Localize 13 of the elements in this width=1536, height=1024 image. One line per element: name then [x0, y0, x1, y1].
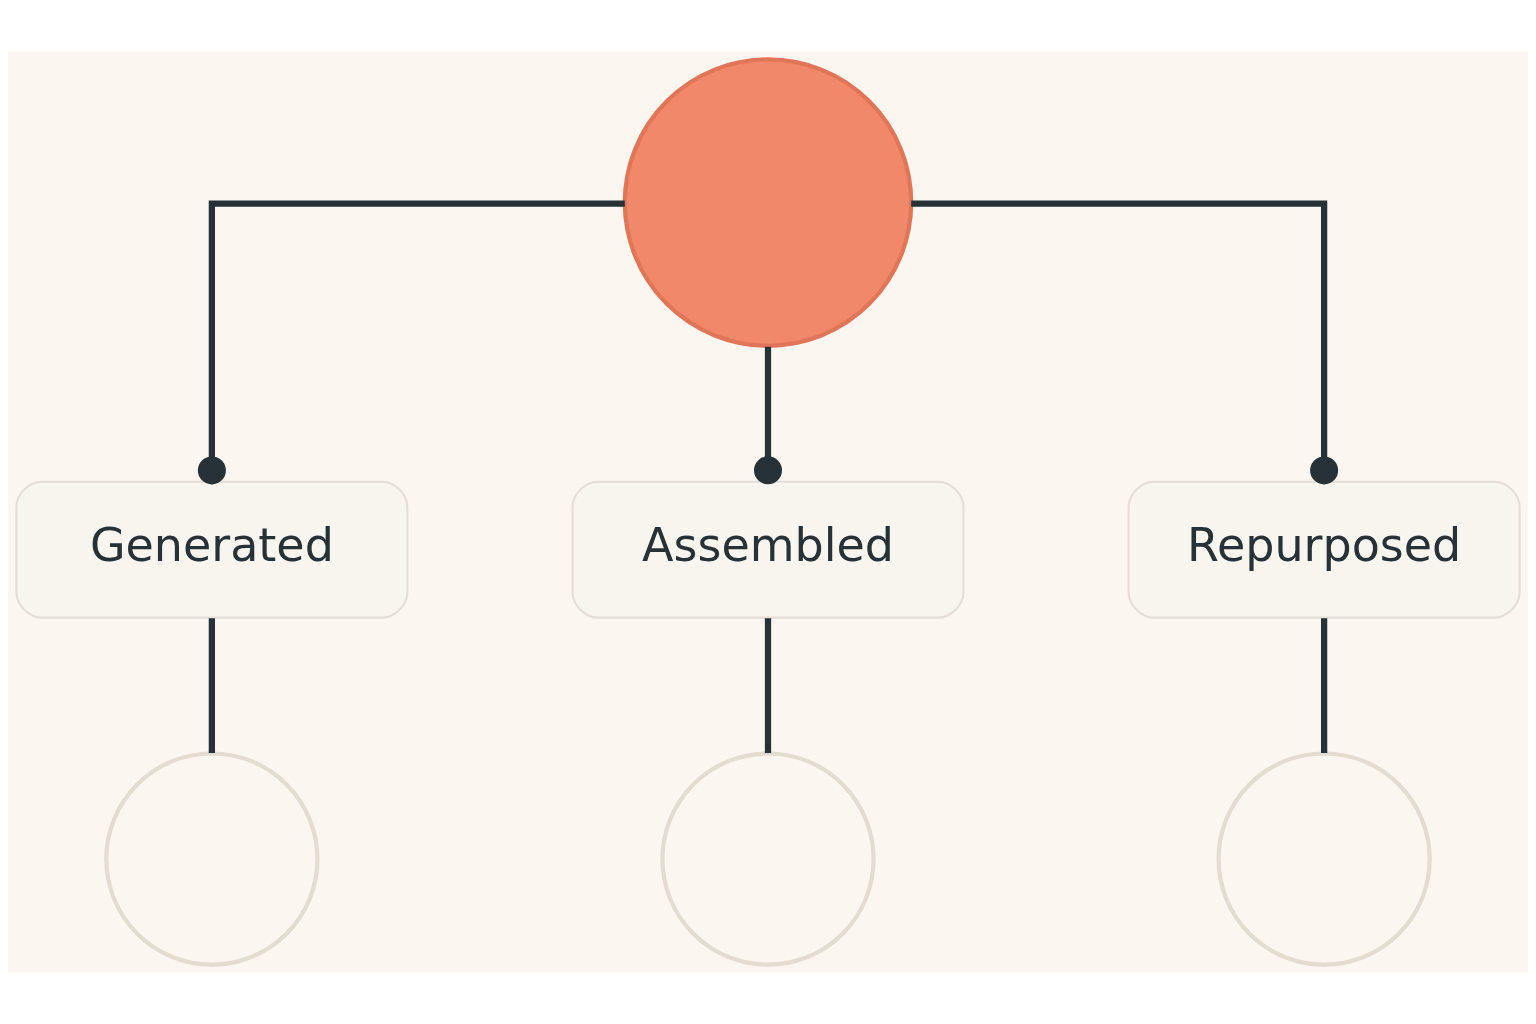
connector	[1321, 618, 1328, 753]
node-circle	[1216, 751, 1432, 967]
connector	[764, 618, 772, 753]
node-box: Generated	[15, 480, 409, 619]
connector	[197, 200, 625, 485]
connector	[911, 200, 1339, 485]
node-circle	[104, 751, 320, 967]
node-box: Repurposed	[1127, 480, 1521, 619]
node-box: Assembled	[571, 480, 965, 619]
node-circle	[660, 751, 876, 967]
connector	[754, 346, 782, 485]
node-circle	[622, 57, 914, 348]
connector	[208, 618, 215, 753]
